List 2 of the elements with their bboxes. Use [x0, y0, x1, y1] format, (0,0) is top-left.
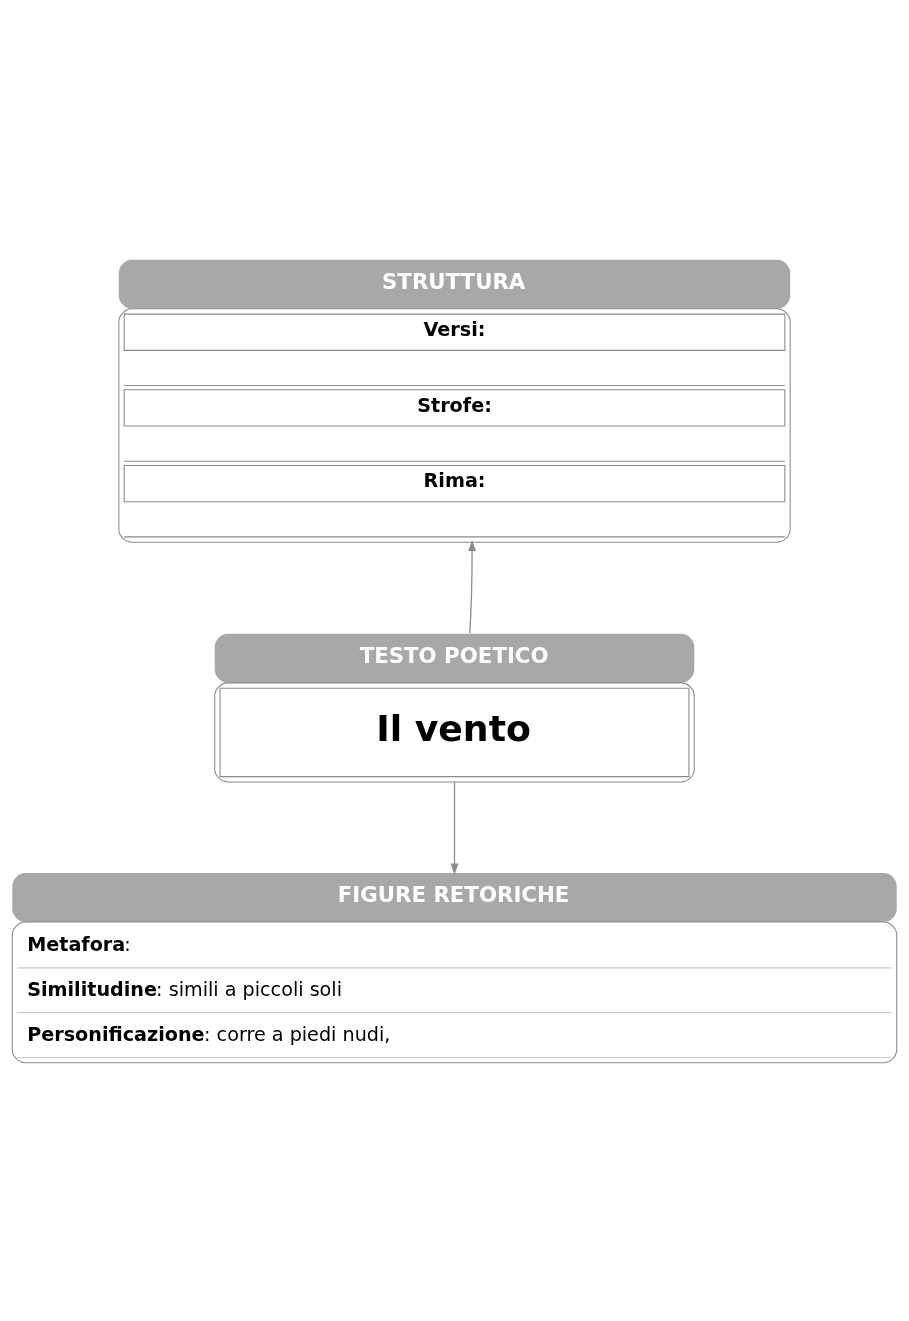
arrow — [450, 780, 459, 875]
arrow — [468, 539, 476, 634]
